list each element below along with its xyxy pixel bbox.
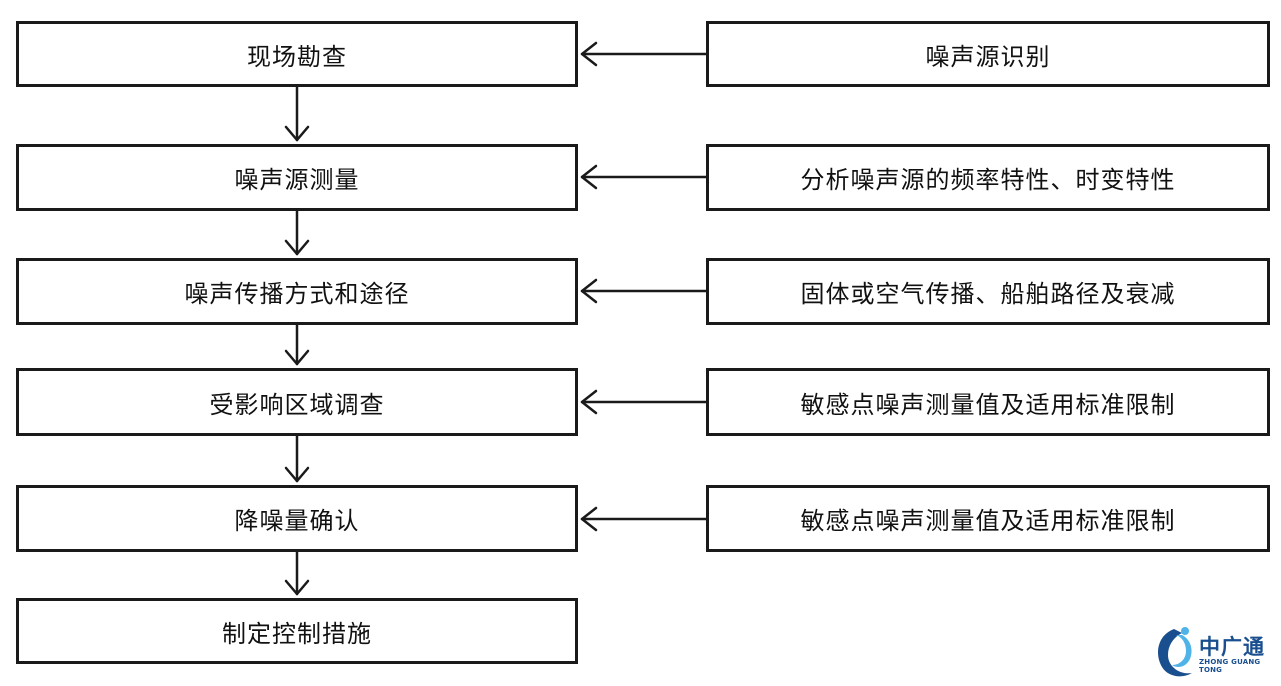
down-arrow-5 — [284, 550, 310, 596]
input-box-3: 固体或空气传播、船舶路径及衰减 — [706, 258, 1270, 325]
step-label-3: 噪声传播方式和途径 — [184, 280, 410, 308]
logo-subtitle: ZHONG GUANG TONG — [1199, 658, 1261, 674]
left-arrow-3 — [580, 278, 708, 304]
step-box-3: 噪声传播方式和途径 — [16, 258, 578, 325]
left-arrow-1 — [580, 41, 708, 67]
down-arrow-3 — [284, 323, 310, 366]
input-box-1: 噪声源识别 — [706, 21, 1270, 87]
step-label-1: 现场勘查 — [247, 42, 347, 71]
step-box-6: 制定控制措施 — [16, 598, 578, 664]
input-label-1: 噪声源识别 — [925, 42, 1051, 71]
zhongguangtong-logo-icon — [1158, 627, 1192, 677]
step-label-5: 降噪量确认 — [234, 507, 360, 535]
logo-name: 中广通 — [1199, 635, 1265, 659]
input-label-3: 固体或空气传播、船舶路径及衰减 — [800, 280, 1176, 308]
down-arrow-1 — [284, 85, 310, 142]
input-label-2: 分析噪声源的频率特性、时变特性 — [800, 166, 1176, 194]
input-label-5: 敏感点噪声测量值及适用标准限制 — [800, 507, 1176, 535]
input-box-5: 敏感点噪声测量值及适用标准限制 — [706, 485, 1270, 552]
step-label-6: 制定控制措施 — [222, 619, 372, 648]
left-arrow-5 — [580, 506, 708, 532]
input-label-4: 敏感点噪声测量值及适用标准限制 — [800, 390, 1176, 419]
step-label-2: 噪声源测量 — [234, 166, 360, 194]
step-box-2: 噪声源测量 — [16, 144, 578, 211]
step-box-5: 降噪量确认 — [16, 485, 578, 552]
left-arrow-4 — [580, 389, 708, 415]
input-box-4: 敏感点噪声测量值及适用标准限制 — [706, 368, 1270, 436]
down-arrow-4 — [284, 434, 310, 483]
step-label-4: 受影响区域调查 — [209, 390, 385, 419]
step-box-4: 受影响区域调查 — [16, 368, 578, 436]
left-arrow-2 — [580, 164, 708, 190]
down-arrow-2 — [284, 209, 310, 256]
step-box-1: 现场勘查 — [16, 21, 578, 87]
input-box-2: 分析噪声源的频率特性、时变特性 — [706, 144, 1270, 211]
